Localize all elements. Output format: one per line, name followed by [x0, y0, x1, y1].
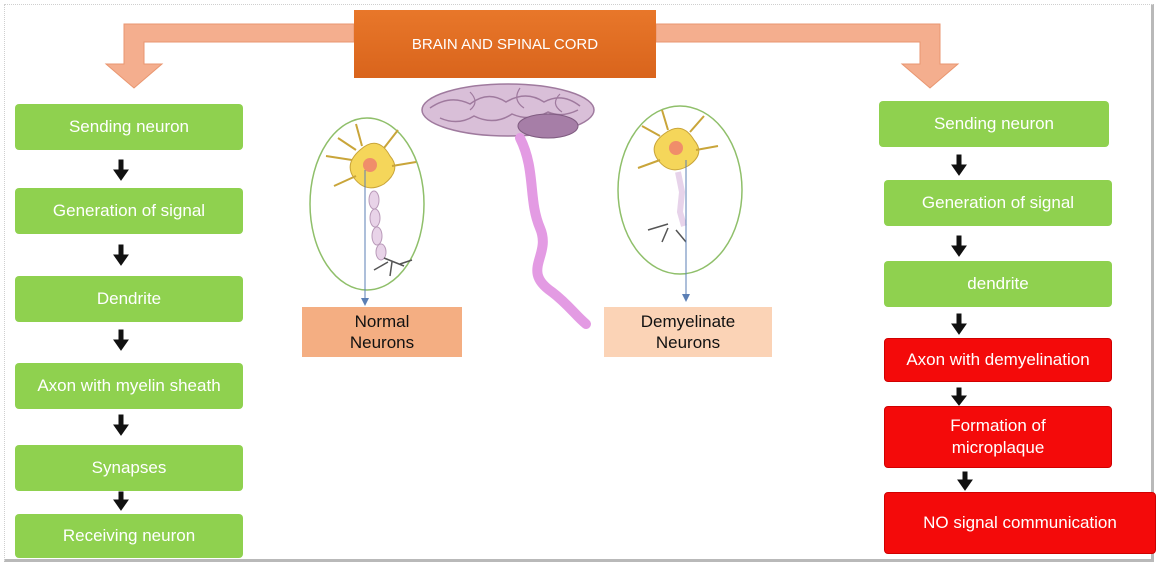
- flow-arrow: [952, 388, 966, 405]
- left-connector-arrow: [106, 24, 354, 88]
- right-step-1: Sending neuron: [879, 101, 1109, 147]
- demyelinate-neurons-label: Demyelinate Neurons: [604, 307, 772, 357]
- left-step-5: Synapses: [15, 445, 243, 491]
- normal-neuron-icon: [310, 118, 424, 306]
- flow-arrow: [958, 472, 972, 490]
- left-step-2: Generation of signal: [15, 188, 243, 234]
- flow-arrow: [114, 330, 128, 350]
- left-step-1: Sending neuron: [15, 104, 243, 150]
- flow-arrow: [952, 236, 966, 256]
- left-step-3: Dendrite: [15, 276, 243, 322]
- flow-arrow: [114, 492, 128, 510]
- flow-arrow: [114, 160, 128, 180]
- flow-arrow: [952, 155, 966, 175]
- demyelinated-neuron-icon: [618, 106, 742, 302]
- flow-arrow: [114, 245, 128, 265]
- flow-arrow: [114, 415, 128, 435]
- brain-icon: [422, 84, 594, 138]
- title-box: BRAIN AND SPINAL CORD: [354, 10, 656, 78]
- right-connector-arrow: [656, 24, 958, 88]
- right-step-2: Generation of signal: [884, 180, 1112, 226]
- right-step-4: Axon with demyelination: [884, 338, 1112, 382]
- left-step-4: Axon with myelin sheath: [15, 363, 243, 409]
- right-step-5: Formation of microplaque: [884, 406, 1112, 468]
- right-step-3: dendrite: [884, 261, 1112, 307]
- left-step-6: Receiving neuron: [15, 514, 243, 558]
- normal-neurons-label: Normal Neurons: [302, 307, 462, 357]
- right-step-6: NO signal communication: [884, 492, 1156, 554]
- spinal-cord-icon: [520, 138, 586, 324]
- flow-arrow: [952, 314, 966, 334]
